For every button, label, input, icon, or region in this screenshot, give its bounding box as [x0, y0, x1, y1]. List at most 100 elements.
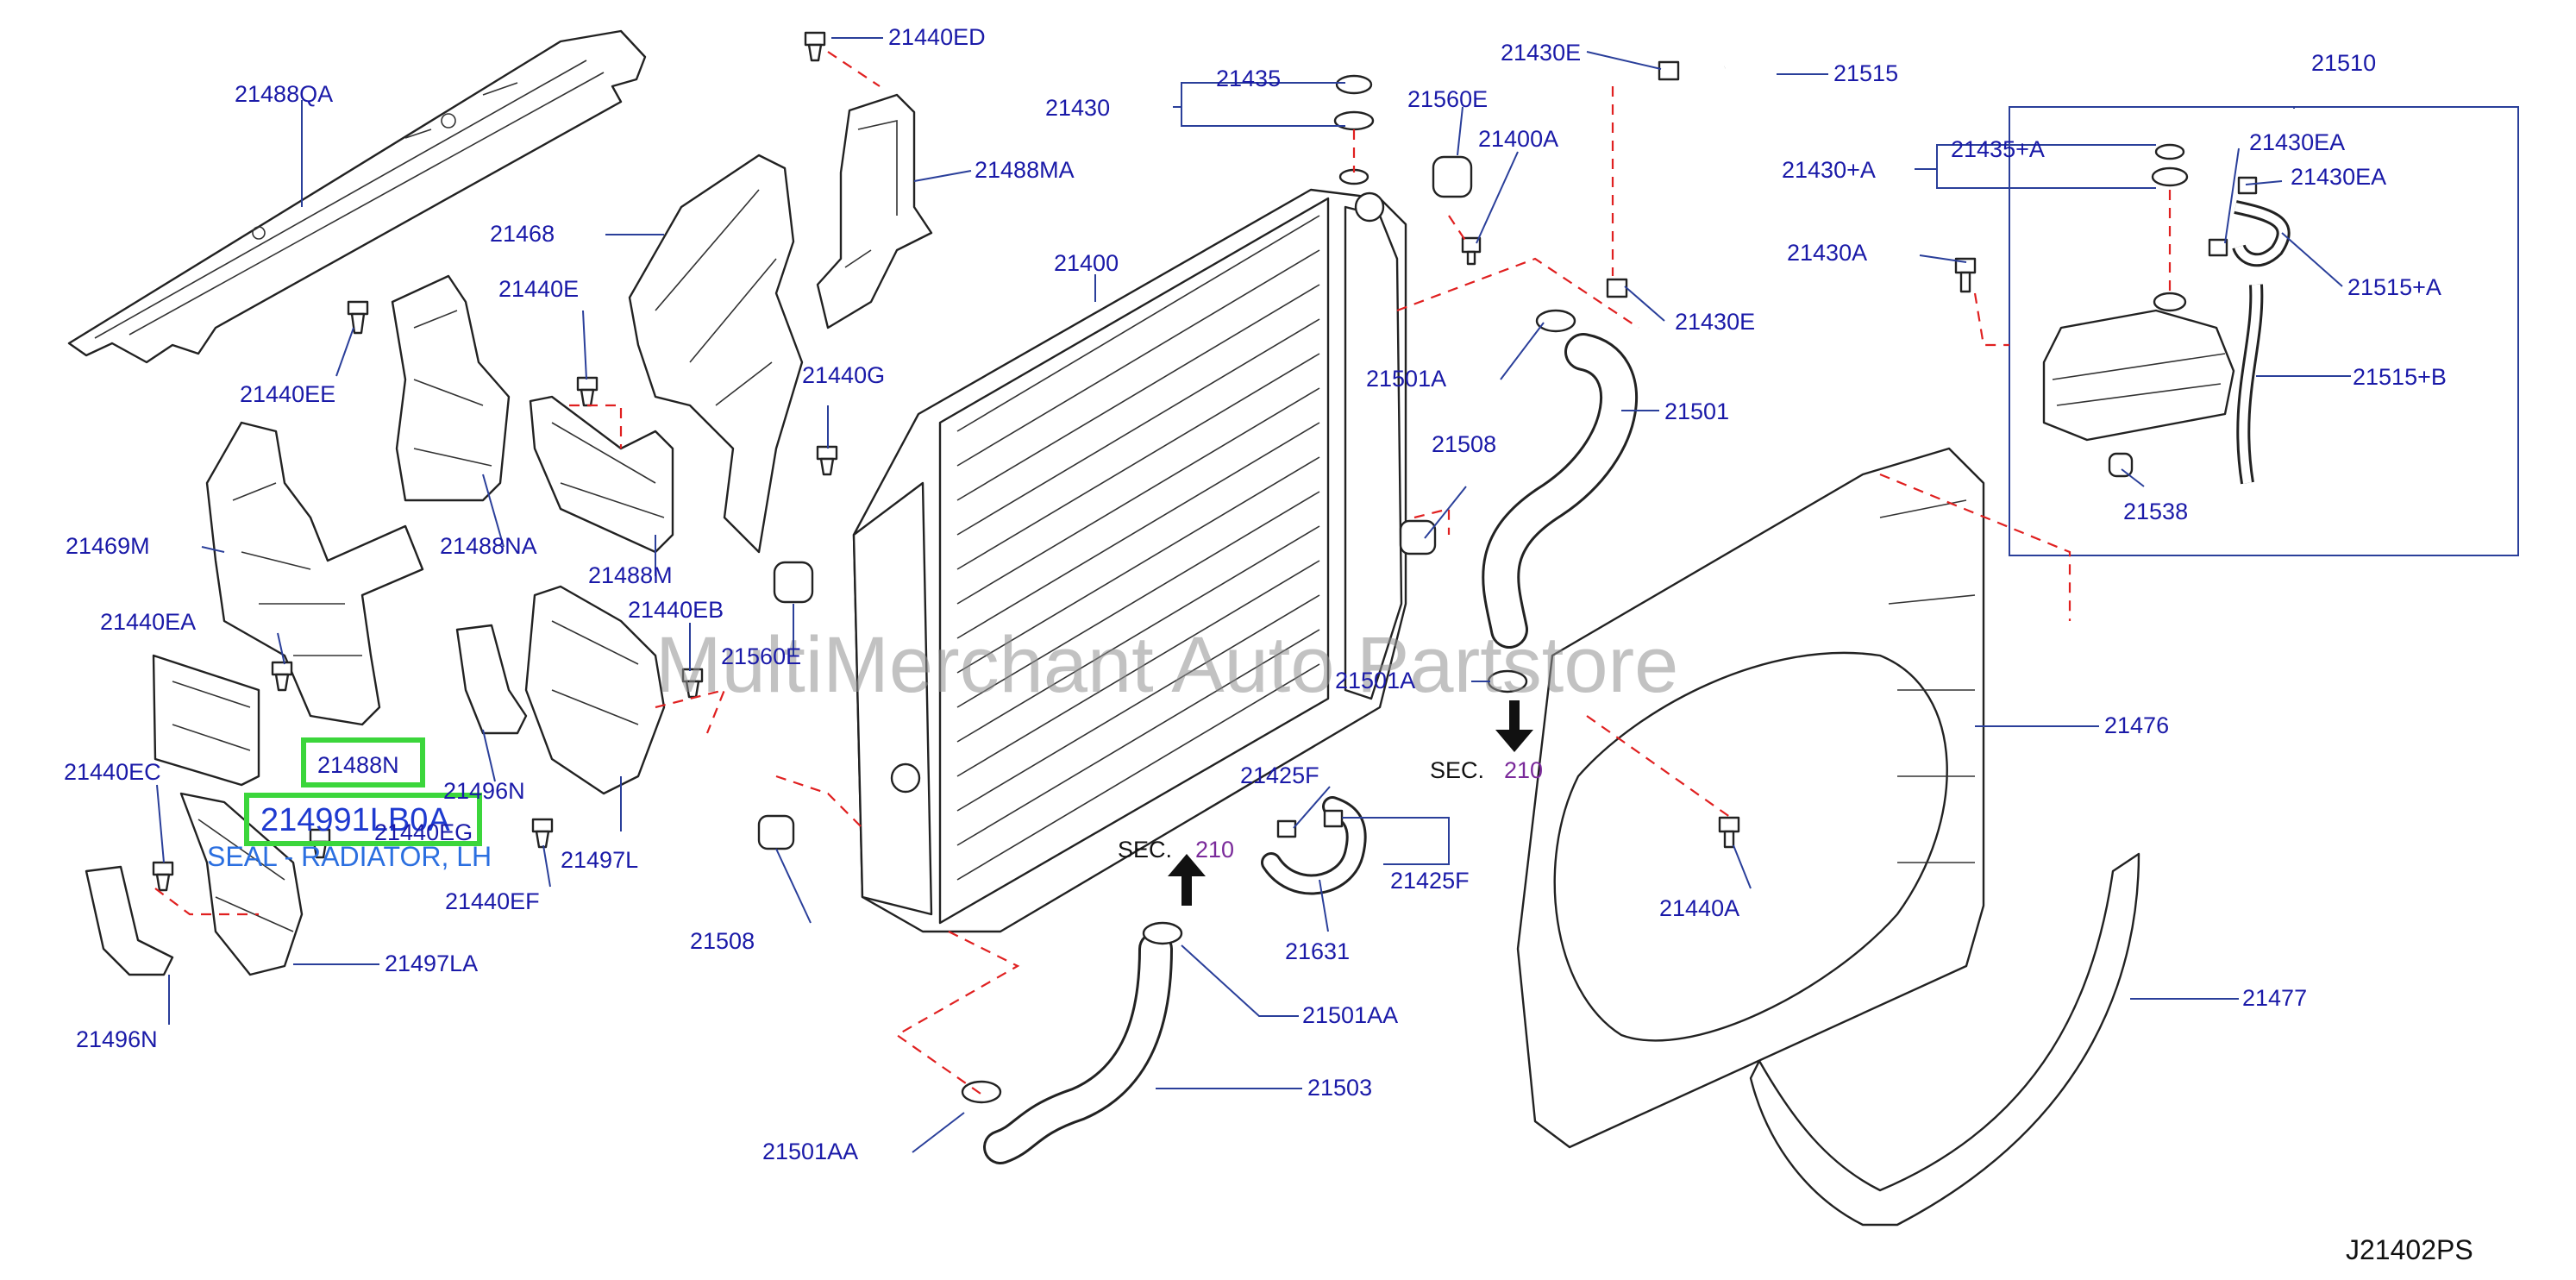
- part-21631-bypass-hose: [1261, 796, 1367, 895]
- part-21497la-baffle: [179, 792, 304, 976]
- part-21560e-top-mount: [1432, 155, 1473, 198]
- label-21425f-1[interactable]: 21425F: [1240, 762, 1319, 788]
- label-21515b[interactable]: 21515+B: [2353, 364, 2447, 390]
- label-21440ec[interactable]: 21440EC: [64, 759, 161, 785]
- part-21440g-clip: [816, 445, 838, 476]
- part-21515a-hose: [2232, 200, 2291, 267]
- part-21488ma-seal: [816, 93, 933, 329]
- part-labels: 21488QA 21440ED 21435 21430 21560E 21400…: [64, 24, 2447, 1164]
- label-21430a[interactable]: 21430A: [1787, 240, 1867, 266]
- label-21497l[interactable]: 21497L: [561, 847, 638, 873]
- label-21496n-top[interactable]: 21496N: [443, 778, 525, 804]
- label-21501a-low[interactable]: 21501A: [1335, 668, 1415, 693]
- label-21430e-mid[interactable]: 21430E: [1675, 309, 1755, 335]
- label-21515[interactable]: 21515: [1833, 60, 1898, 86]
- label-21440g[interactable]: 21440G: [802, 362, 885, 388]
- label-21560e-top[interactable]: 21560E: [1407, 86, 1488, 112]
- part-21400-radiator: [852, 188, 1407, 933]
- part-21440a-bolt: [1718, 816, 1740, 849]
- label-21430ea-2[interactable]: 21430EA: [2291, 164, 2386, 190]
- label-21440eb[interactable]: 21440EB: [628, 597, 724, 623]
- part-21508-left-grommet: [757, 814, 795, 850]
- label-21400a[interactable]: 21400A: [1478, 126, 1558, 152]
- sec-reference-left-number[interactable]: 210: [1195, 837, 1234, 863]
- label-21503[interactable]: 21503: [1307, 1075, 1372, 1101]
- label-21400[interactable]: 21400: [1054, 250, 1119, 276]
- label-21501aa-left[interactable]: 21501AA: [762, 1139, 858, 1164]
- label-21435[interactable]: 21435: [1216, 66, 1281, 91]
- part-21501aa-right-clamp: [1142, 921, 1183, 945]
- part-21560e-low-mount: [773, 561, 814, 604]
- label-21440e[interactable]: 21440E: [498, 276, 579, 302]
- assembly-dashed-lines: [154, 51, 2172, 1096]
- label-21488na[interactable]: 21488NA: [440, 533, 537, 559]
- leader-lines: [156, 37, 2351, 1153]
- label-21430e-top[interactable]: 21430E: [1501, 40, 1581, 66]
- label-21477[interactable]: 21477: [2242, 985, 2307, 1011]
- label-21510[interactable]: 21510: [2311, 50, 2376, 76]
- label-21468[interactable]: 21468: [490, 221, 555, 247]
- label-21508-left[interactable]: 21508: [690, 928, 755, 954]
- label-21501[interactable]: 21501: [1664, 398, 1729, 424]
- part-21430e-mid-clamp: [1606, 278, 1628, 298]
- sec-arrow-down: [1495, 700, 1533, 752]
- part-21497l-baffle: [524, 585, 666, 795]
- part-21488qa-seal: [67, 29, 647, 364]
- part-21501a-top-clamp: [1535, 309, 1576, 333]
- label-21435a[interactable]: 21435+A: [1951, 136, 2045, 162]
- part-21425f-clamp-2: [1323, 809, 1344, 828]
- part-21488na-baffle: [391, 274, 511, 502]
- part-21435a-cap: [2151, 143, 2189, 187]
- sec-reference-right-label: SEC.: [1430, 757, 1484, 783]
- label-21501a-top[interactable]: 21501A: [1366, 366, 1446, 392]
- part-21430ea-clamps: [2208, 176, 2258, 257]
- highlighted-part-number[interactable]: 214991LB0A: [260, 802, 450, 838]
- part-21496n-lower-seal: [85, 865, 174, 976]
- label-21488n[interactable]: 21488N: [317, 752, 399, 778]
- part-21430a-bolt: [1954, 257, 1977, 293]
- label-21430a-plus[interactable]: 21430+A: [1782, 157, 1876, 183]
- part-21477-lower-shroud: [1749, 852, 2140, 1227]
- label-21515a[interactable]: 21515+A: [2347, 274, 2441, 300]
- part-21468-baffle: [628, 154, 804, 554]
- label-21469m[interactable]: 21469M: [66, 533, 150, 559]
- part-21510-reservoir: [2042, 292, 2235, 442]
- watermark: MultiMerchant Auto Partstore: [655, 621, 1678, 709]
- part-21488m-baffle: [529, 395, 674, 554]
- label-21440a[interactable]: 21440A: [1659, 895, 1739, 921]
- part-21501-upper-hose: [1482, 333, 1638, 649]
- label-21440eg[interactable]: 21440EG: [374, 819, 473, 845]
- part-21440ee-clip: [347, 300, 369, 335]
- label-21631[interactable]: 21631: [1285, 938, 1350, 964]
- label-21538[interactable]: 21538: [2123, 499, 2188, 524]
- diagram-code: J21402PS: [2346, 1234, 2473, 1265]
- part-21440eb-clip: [681, 668, 704, 699]
- part-21503-lower-hose: [983, 932, 1173, 1164]
- part-21440ea-clip: [271, 661, 293, 692]
- part-21496n-upper-seal: [455, 624, 528, 735]
- label-21440ef[interactable]: 21440EF: [445, 888, 540, 914]
- label-21488qa[interactable]: 21488QA: [235, 81, 333, 107]
- label-21497la[interactable]: 21497LA: [385, 951, 478, 976]
- label-21560e-low[interactable]: 21560E: [721, 643, 801, 669]
- label-21430ea-1[interactable]: 21430EA: [2249, 129, 2345, 155]
- label-21440ed[interactable]: 21440ED: [888, 24, 986, 50]
- label-21508-right[interactable]: 21508: [1432, 431, 1496, 457]
- label-21430[interactable]: 21430: [1045, 95, 1110, 121]
- part-21400a-bolt: [1461, 236, 1482, 266]
- label-21496n-bottom[interactable]: 21496N: [76, 1026, 158, 1052]
- label-21501aa-right[interactable]: 21501AA: [1302, 1002, 1398, 1028]
- label-21425f-2[interactable]: 21425F: [1390, 868, 1470, 894]
- sec-reference-right-number[interactable]: 210: [1504, 757, 1543, 783]
- label-21440ea[interactable]: 21440EA: [100, 609, 196, 635]
- reservoir-group-frame: [2009, 106, 2519, 556]
- part-21515b-hose: [2236, 284, 2264, 485]
- highlighted-part-description: SEAL - RADIATOR, LH: [207, 841, 492, 872]
- label-21440ee[interactable]: 21440EE: [240, 381, 335, 407]
- label-21488ma[interactable]: 21488MA: [975, 157, 1075, 183]
- label-21488m[interactable]: 21488M: [588, 562, 673, 588]
- part-21425f-clamp-1: [1276, 819, 1297, 838]
- label-21476[interactable]: 21476: [2104, 712, 2169, 738]
- part-21430e-top-clamp: [1658, 60, 1680, 81]
- part-21501aa-left-clamp: [961, 1080, 1002, 1104]
